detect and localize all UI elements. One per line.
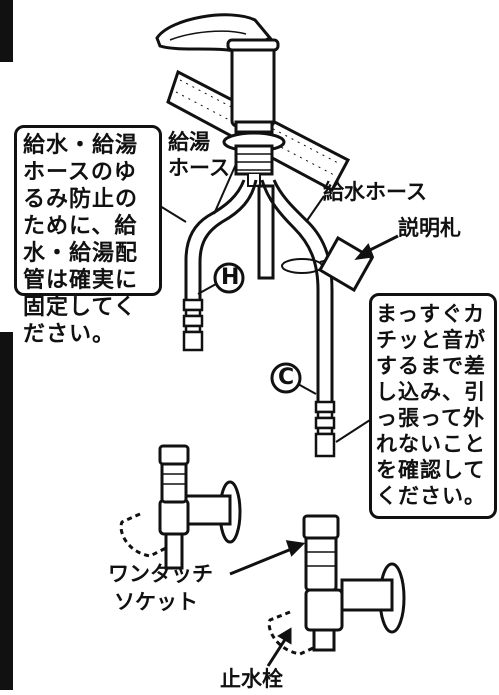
- margin-tag-side: [0, 332, 13, 690]
- cold-marker: [270, 362, 302, 394]
- note-line: れないこと: [376, 432, 486, 456]
- note-line: ください。: [376, 484, 486, 508]
- mounting-rod: [257, 184, 275, 280]
- note-line: ださい。: [23, 322, 116, 347]
- hot-hose-label-line1: 給湯: [168, 130, 210, 154]
- note-line: し込み、引: [376, 380, 486, 404]
- hot-hose-label-line2: ホース: [168, 156, 230, 180]
- note-line: チッと音が: [376, 328, 486, 352]
- cold-hose-fitting: [314, 400, 336, 458]
- one-touch-socket-label-line1: ワンタッチ: [108, 562, 213, 586]
- note-line: を確認して: [376, 458, 486, 482]
- hot-marker: [213, 262, 245, 294]
- note-line: るみ防止の: [23, 187, 139, 212]
- hot-hose-fitting: [182, 298, 204, 352]
- hot-hose: [184, 179, 258, 300]
- note-line: するまで差: [376, 354, 486, 378]
- instruction-tag-arrow: [354, 234, 399, 261]
- margin-tag-top: [0, 0, 13, 62]
- note-line: 水・給湯配: [23, 241, 139, 266]
- note-line: まっすぐカ: [376, 302, 486, 326]
- faucet-body: [222, 38, 286, 187]
- hose-fixing-note: 給水・給湯 ホースのゆ るみ防止の ために、給 水・給湯配 管は確実に 固定して…: [14, 125, 162, 347]
- note-line: ホースのゆ: [23, 160, 137, 185]
- one-touch-socket-label-line2: ソケット: [114, 590, 198, 614]
- note-line: っ張って外: [376, 406, 485, 430]
- cold-hose-label: 給水ホース: [323, 180, 427, 204]
- stop-valve-label: 止水栓: [220, 667, 283, 691]
- instruction-tag-label: 説明札: [398, 216, 461, 240]
- hose-insert-note: まっすぐカ チッと音が するまで差 し込み、引 っ張って外 れないこと を確認し…: [369, 293, 497, 519]
- valve-arrow: [266, 627, 292, 667]
- note-line: 管は確実に: [23, 268, 139, 293]
- stop-valve-2: [267, 514, 406, 656]
- instruction-tag: [281, 235, 375, 293]
- note-line: ために、給: [23, 214, 138, 239]
- hot-marker-label: H: [221, 265, 240, 290]
- cold-marker-label: C: [278, 365, 295, 390]
- note-line: 給水・給湯: [23, 133, 139, 158]
- stop-valve-1: [119, 444, 242, 570]
- socket-arrow: [229, 540, 306, 576]
- note-line: 固定してく: [23, 295, 137, 320]
